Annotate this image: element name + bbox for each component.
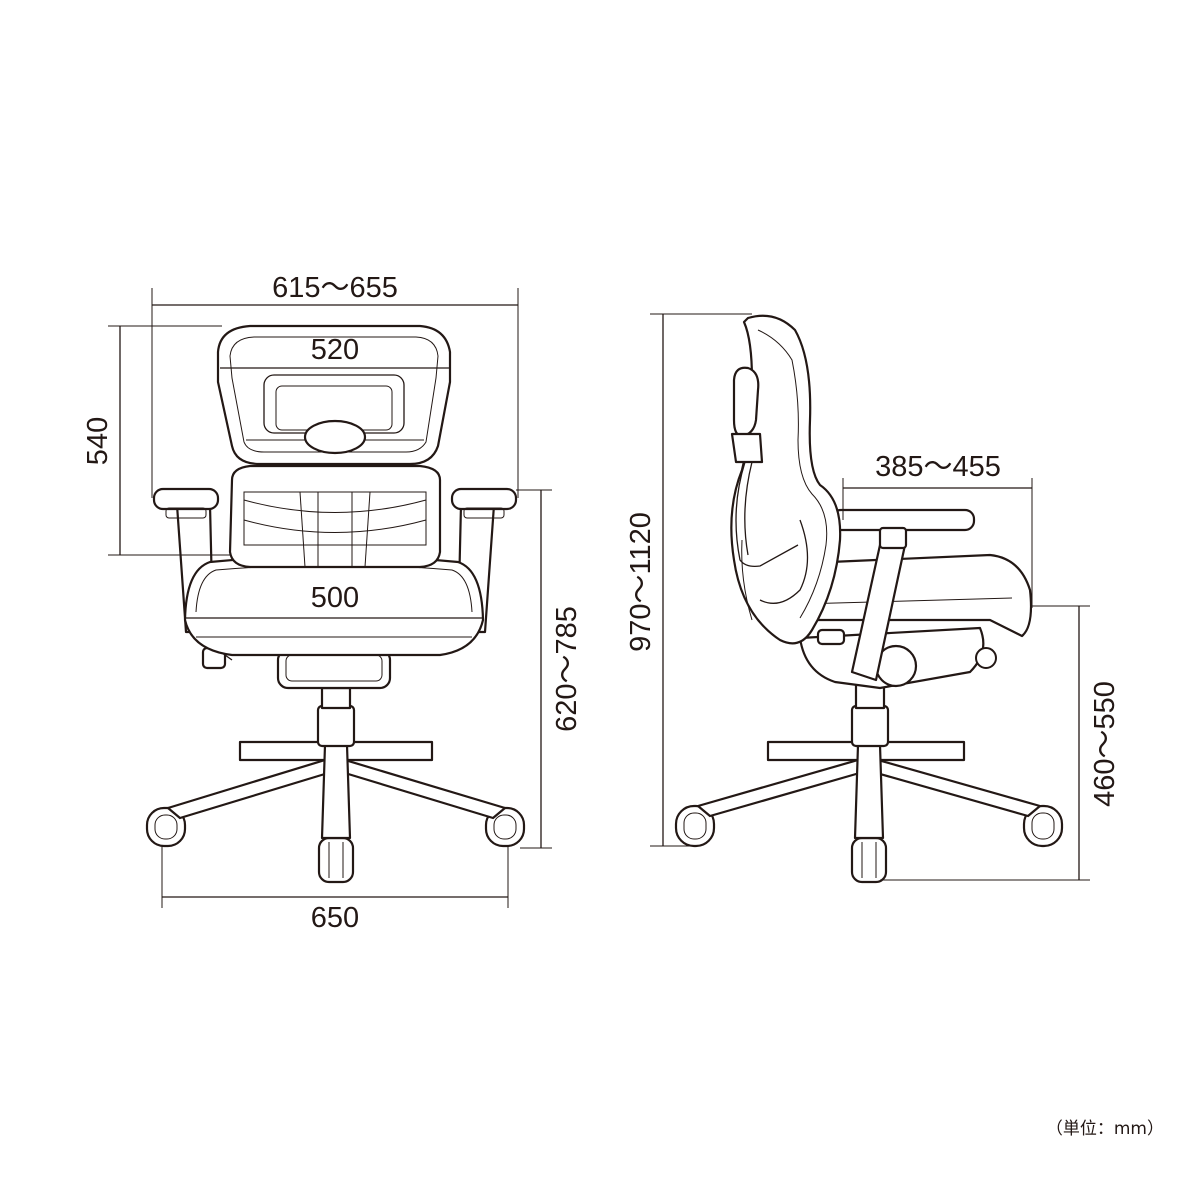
- overall-width-label: 615～655: [272, 272, 398, 304]
- side-caster-left: [674, 804, 716, 848]
- side-base: [696, 678, 1042, 840]
- overall-height-label: 970～1120: [625, 512, 657, 652]
- seat-height-label: 460～550: [1089, 681, 1121, 807]
- front-backrest: [216, 324, 452, 466]
- side-caster-center: [850, 836, 888, 884]
- backrest-height-label: 540: [82, 417, 114, 465]
- front-caster-center: [317, 836, 355, 884]
- seat-depth-label: 385～455: [875, 451, 1001, 483]
- front-view-chair: [145, 324, 526, 884]
- side-caster-right: [1022, 804, 1064, 848]
- base-width-label: 650: [311, 902, 359, 934]
- backrest-width-label: 520: [311, 334, 359, 366]
- side-dimension-lines: [650, 313, 1090, 881]
- front-dimension-lines: [108, 288, 552, 908]
- front-base: [166, 686, 507, 840]
- front-caster-left: [145, 806, 187, 848]
- seat-width-label: 500: [311, 582, 359, 614]
- unit-label: （単位：mm）: [1046, 1119, 1164, 1139]
- side-headrest: [730, 366, 799, 568]
- side-view-chair: [674, 314, 1064, 884]
- front-lumbar-support: [228, 464, 442, 569]
- armrest-height-label: 620～785: [551, 606, 583, 732]
- front-seat: [183, 554, 485, 657]
- side-seat-mechanism: [798, 626, 997, 690]
